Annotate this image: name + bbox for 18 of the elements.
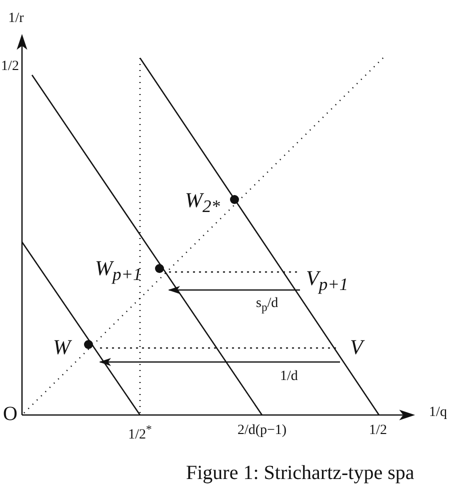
- origin-label: O: [3, 404, 18, 424]
- point-label: W: [53, 337, 70, 358]
- arrow: [99, 358, 340, 366]
- axis-label: 1/q: [429, 406, 447, 420]
- tick-label: 1/2$^{*}$: [128, 424, 152, 443]
- dotted-line: [169, 271, 300, 273]
- point-label: W$_{2*}$: [185, 190, 220, 216]
- edge-label: 1/d: [280, 370, 298, 384]
- tick-label: 2/d(p−1): [237, 424, 287, 438]
- point-label: W$_{p+1}$: [95, 258, 142, 284]
- point-label: V: [350, 337, 363, 358]
- figure-caption: Figure 1: Strichartz-type spa: [186, 462, 414, 485]
- point-label: V$_{p+1}$: [306, 268, 348, 294]
- tick-label: 1/2: [369, 424, 387, 438]
- arrow: [168, 286, 300, 294]
- tick-label: 1/2: [1, 60, 19, 74]
- axis-label: 1/r: [8, 12, 24, 26]
- edge-label: s$_{p}$/d: [256, 297, 278, 314]
